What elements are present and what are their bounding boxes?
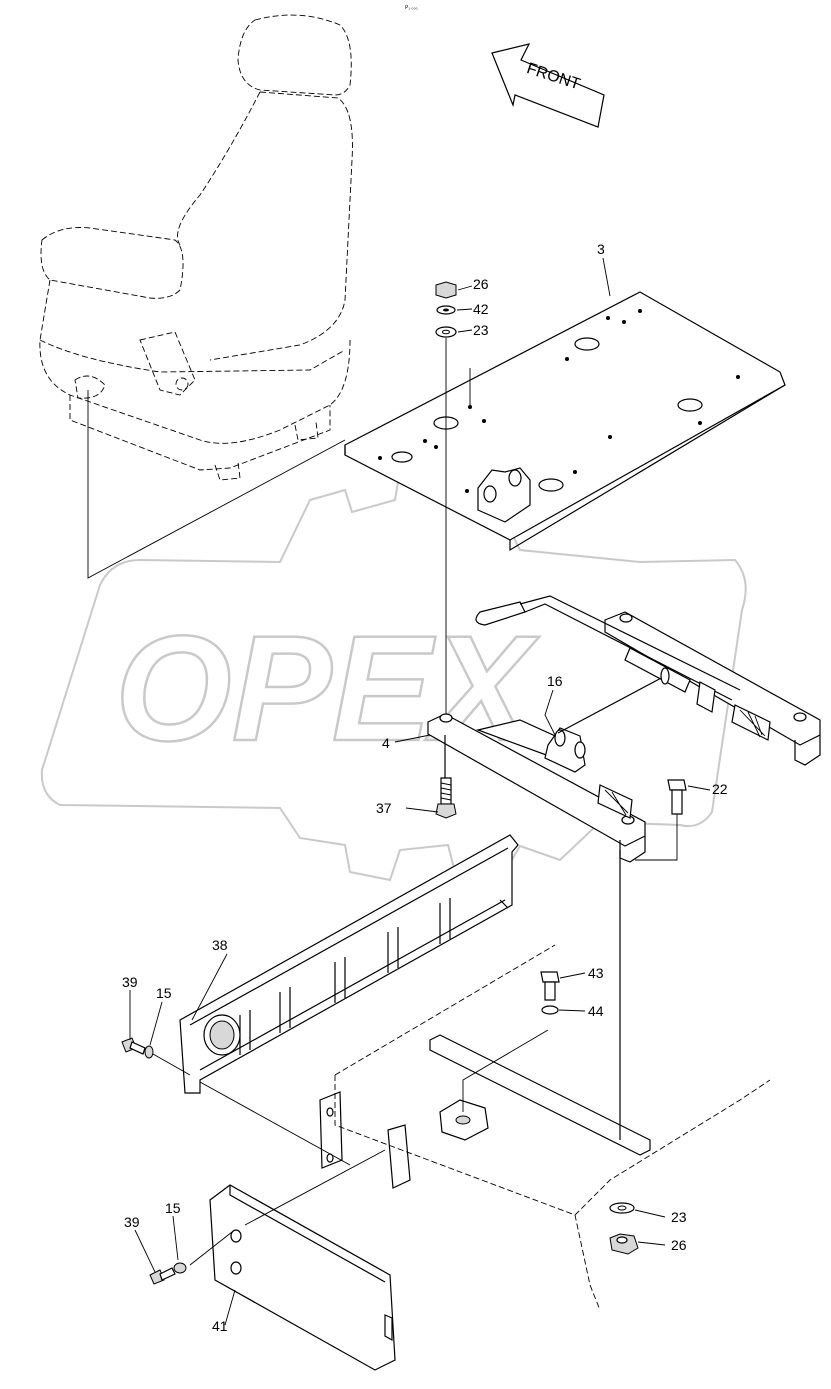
callout-3: 3 <box>597 241 605 257</box>
cover-panel-38 <box>179 834 519 1094</box>
callout-22: 22 <box>712 781 728 797</box>
callout-leaders <box>129 257 711 1326</box>
callout-38: 38 <box>212 937 228 953</box>
opex-watermark: OPEX <box>40 468 747 882</box>
callout-26-lower: 26 <box>671 1237 687 1253</box>
lower-fastener-stack <box>609 1202 639 1255</box>
callout-23-lower: 23 <box>671 1209 687 1225</box>
callout-26-upper: 26 <box>473 276 489 292</box>
screw-39-lower <box>149 1262 187 1285</box>
callout-16: 16 <box>547 673 563 689</box>
callout-23-upper: 23 <box>473 322 489 338</box>
bolt-22 <box>635 779 687 861</box>
watermark-text: OPEX <box>115 604 540 772</box>
callout-44: 44 <box>588 1003 604 1019</box>
floor-mount-frame <box>319 944 771 1311</box>
bolt-43 <box>540 971 560 1015</box>
header-mark: P₁ ₀₀₀ <box>405 5 418 11</box>
operator-seat <box>39 14 353 481</box>
callout-41: 41 <box>212 1318 228 1334</box>
callout-39-lower: 39 <box>124 1214 140 1230</box>
upper-fastener-stack <box>435 281 471 720</box>
seat-mounting-leader <box>87 390 346 579</box>
callout-labels: 26 42 23 3 16 4 22 37 38 39 15 43 44 23 … <box>122 241 728 1334</box>
callout-4: 4 <box>382 735 390 751</box>
cover-panel-41 <box>189 1149 396 1371</box>
seat-base-plate <box>344 291 786 552</box>
screw-39-upper <box>121 1037 351 1166</box>
callout-37: 37 <box>376 800 392 816</box>
seat-slide-rails <box>427 595 821 1140</box>
front-arrow: FRONT <box>491 43 605 128</box>
callout-15-lower: 15 <box>165 1200 181 1216</box>
callout-43: 43 <box>588 965 604 981</box>
bolt-37 <box>435 777 457 819</box>
callout-39-upper: 39 <box>122 974 138 990</box>
callout-15-upper: 15 <box>156 985 172 1001</box>
callout-42: 42 <box>473 301 489 317</box>
